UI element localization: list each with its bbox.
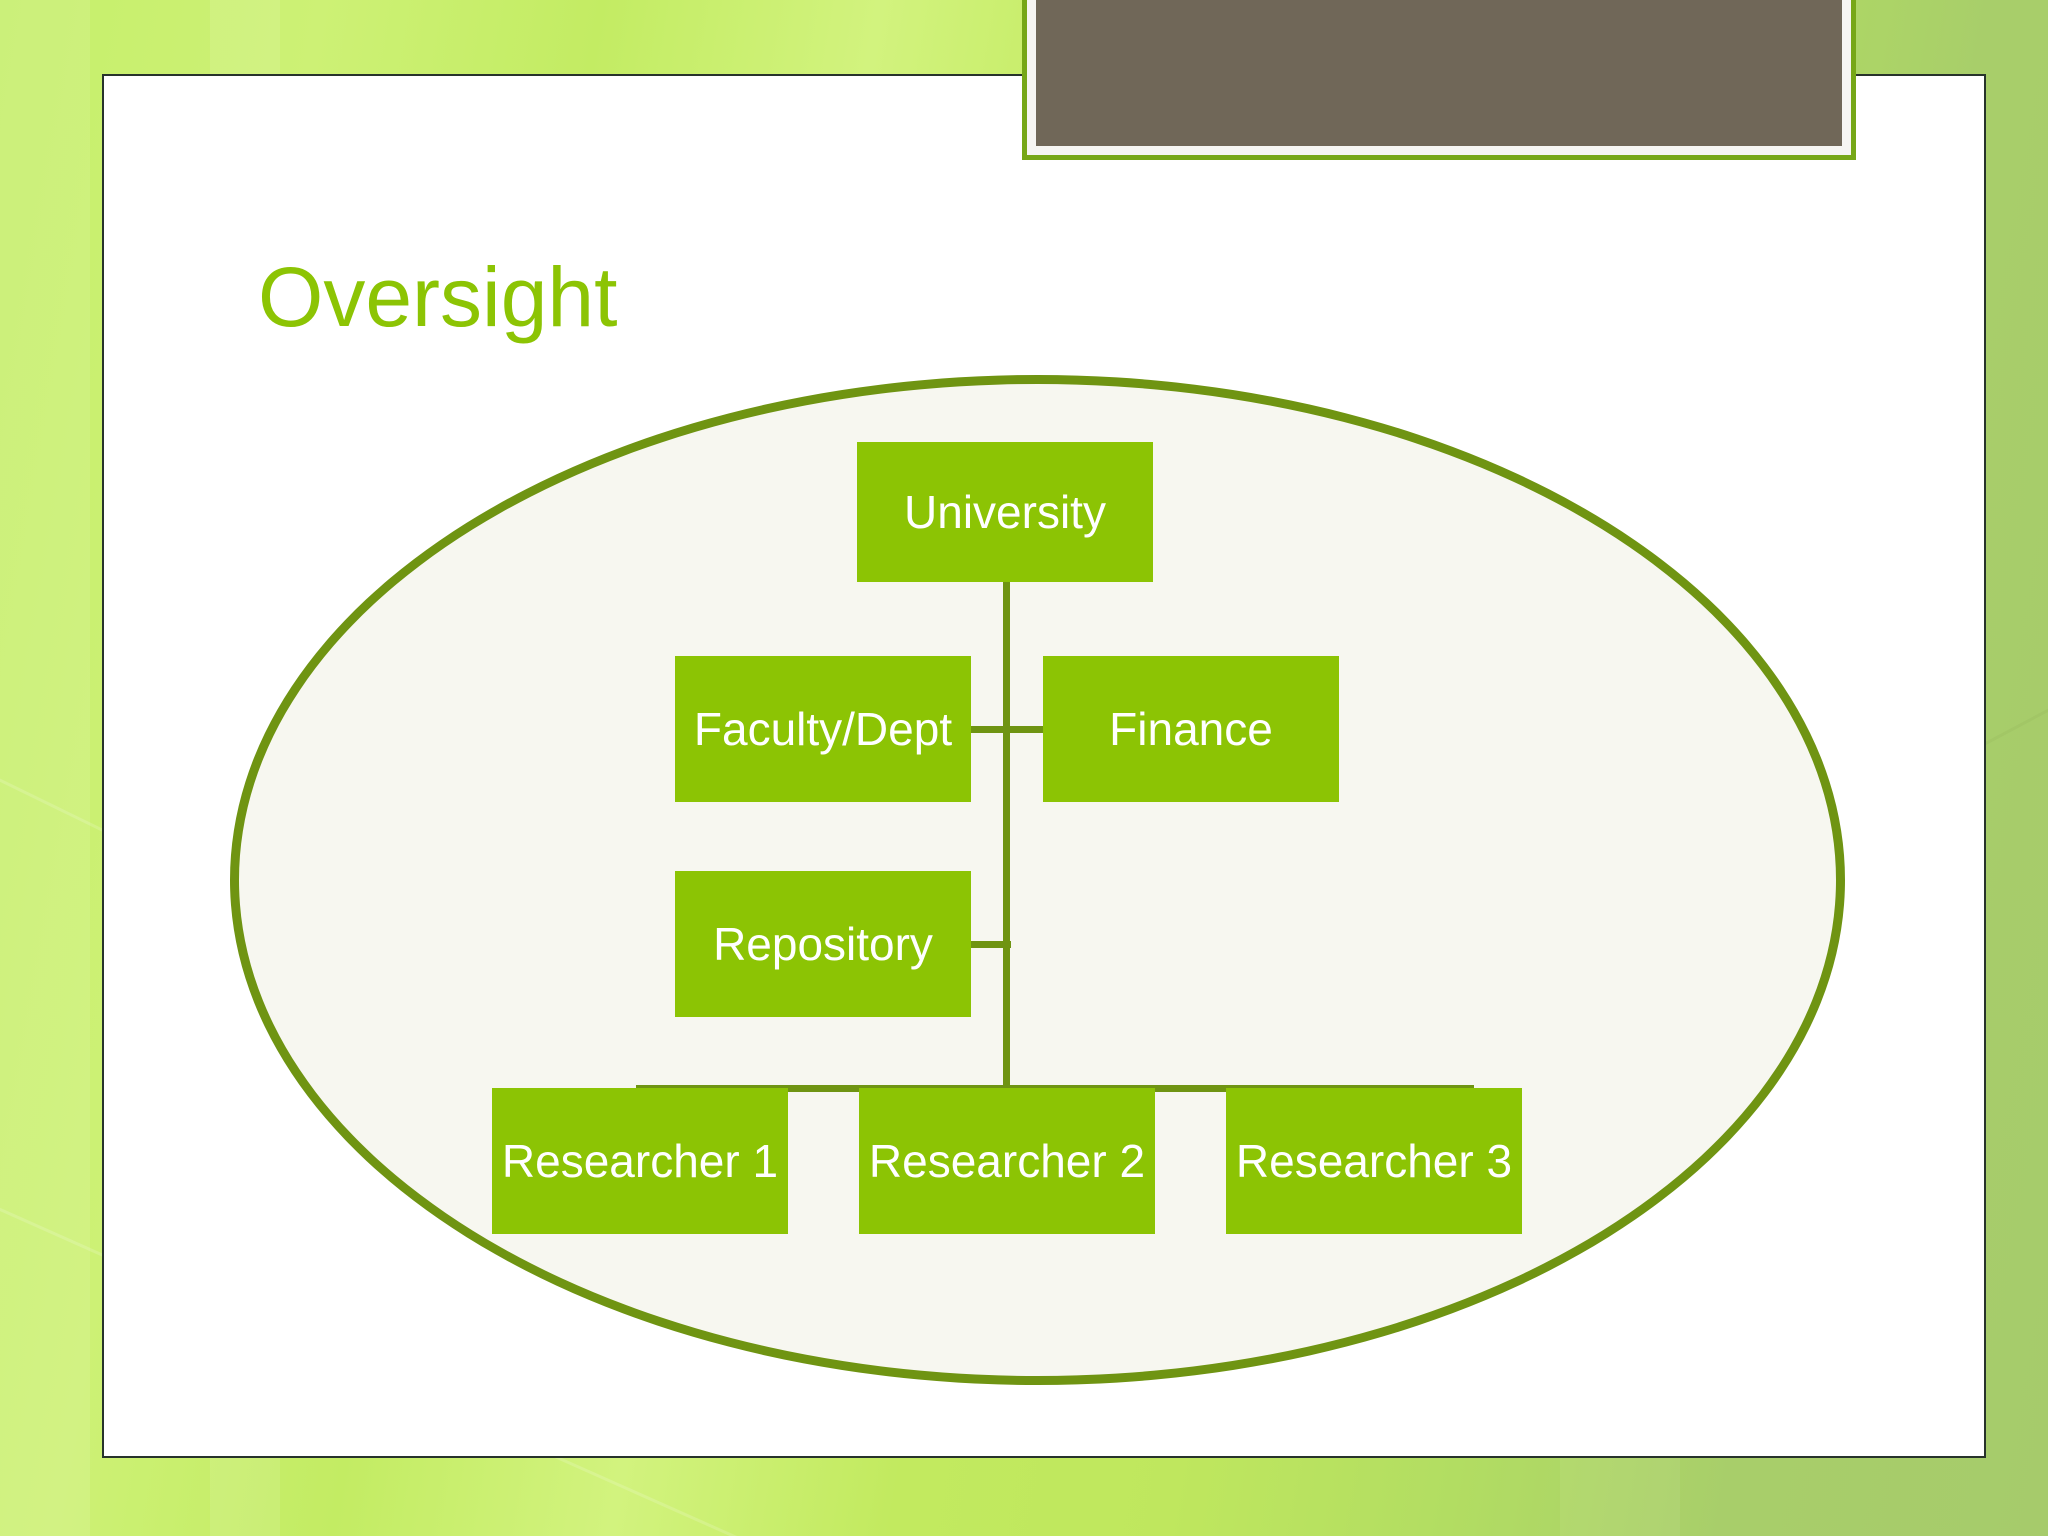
node-faculty-dept[interactable]: Faculty/Dept xyxy=(675,656,971,802)
page-title: Oversight xyxy=(258,250,618,344)
background-stripe-1 xyxy=(0,0,90,1536)
banner-fill xyxy=(1036,0,1842,146)
node-repository-label: Repository xyxy=(713,918,933,970)
connector-faculty-to-finance xyxy=(971,726,1043,733)
node-finance-label: Finance xyxy=(1109,703,1273,755)
node-university-label: University xyxy=(904,486,1106,538)
node-university[interactable]: University xyxy=(857,442,1153,582)
node-researcher-2-label: Researcher 2 xyxy=(868,1135,1146,1187)
org-chart-diagram: University Faculty/Dept Finance Reposito… xyxy=(102,74,1986,1458)
node-researcher-1[interactable]: Researcher 1 xyxy=(492,1088,788,1234)
node-repository[interactable]: Repository xyxy=(675,871,971,1017)
node-researcher-2[interactable]: Researcher 2 xyxy=(859,1088,1155,1234)
node-researcher-1-label: Researcher 1 xyxy=(501,1135,779,1187)
connector-repository-to-trunk xyxy=(971,941,1011,948)
node-researcher-3[interactable]: Researcher 3 xyxy=(1226,1088,1522,1234)
node-researcher-3-label: Researcher 3 xyxy=(1235,1135,1513,1187)
node-finance[interactable]: Finance xyxy=(1043,656,1339,802)
connector-university-trunk xyxy=(1003,582,1010,1092)
node-faculty-dept-label: Faculty/Dept xyxy=(693,703,953,755)
decorative-banner xyxy=(1022,0,1856,160)
banner-frame xyxy=(1027,0,1851,155)
